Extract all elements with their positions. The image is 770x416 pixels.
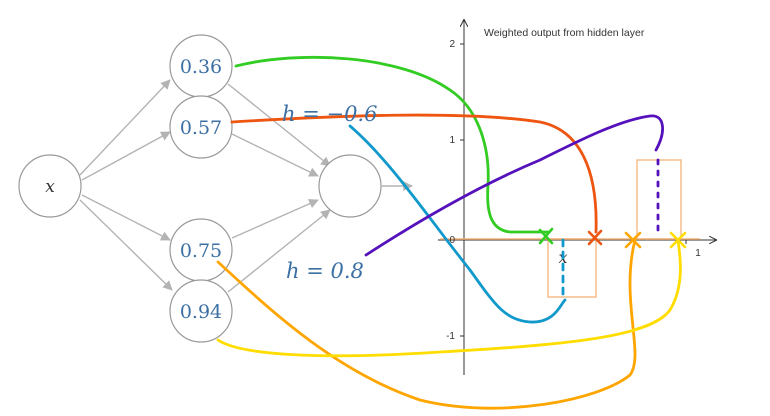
chart: 2 1 0 -1 1 Weighted output from hidden l… [438, 20, 716, 375]
network-edges [79, 79, 413, 293]
edge-h3-to-output [231, 199, 319, 239]
annotation-purple-curve [364, 114, 664, 257]
yellow-x-mark [669, 231, 687, 249]
y-tick-label-2: 2 [449, 39, 455, 50]
hidden-node-2 [169, 95, 233, 159]
edge-input-to-h2 [81, 131, 171, 181]
green-x-mark [538, 227, 554, 245]
hidden-node-1-value: 0.36 [180, 56, 222, 78]
orange-red-x-mark [587, 229, 603, 246]
annotation-blue-curve [348, 124, 567, 324]
hidden-node-4-value: 0.94 [180, 301, 222, 323]
annotations [216, 55, 687, 410]
h-label-top: h = −0.6 [282, 102, 377, 126]
network-nodes: x 0.36 0.57 0.75 0.94 [18, 34, 382, 343]
annotation-green-curve [234, 55, 550, 234]
y-tick-label-minus-1: -1 [446, 331, 455, 342]
hidden-node-2-value: 0.57 [180, 117, 222, 139]
edge-input-to-h1 [79, 79, 171, 176]
annotation-orange-curve [216, 238, 637, 410]
output-step-negative [547, 238, 597, 298]
input-node-label: x [45, 177, 55, 197]
orange-x-mark [624, 231, 642, 249]
edge-input-to-h3 [81, 194, 171, 241]
edge-input-to-h4 [79, 199, 173, 291]
chart-title: Weighted output from hidden layer [484, 27, 645, 39]
edge-h1-to-output [227, 83, 331, 167]
hidden-node-4 [169, 279, 233, 343]
annotation-orange-red-curve [230, 113, 598, 234]
y-tick-label-0: 0 [449, 235, 455, 246]
y-tick-label-1: 1 [449, 135, 455, 146]
output-node [318, 154, 382, 218]
hidden-node-3-value: 0.75 [180, 240, 222, 262]
edge-h2-to-output [231, 133, 319, 177]
x-tick-label-1: 1 [695, 248, 701, 259]
annotation-yellow-curve [216, 238, 682, 358]
edge-h4-to-output [227, 209, 331, 293]
h-label-bottom: h = 0.8 [286, 259, 364, 283]
input-node [18, 154, 82, 218]
